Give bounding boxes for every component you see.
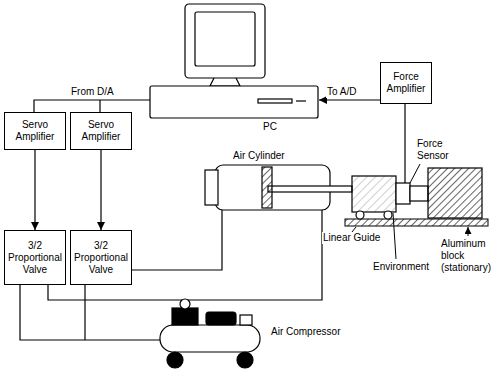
leader-line: [393, 213, 396, 259]
environment-cart: [352, 176, 396, 219]
air-cylinder: [205, 170, 218, 205]
air-compressor: [237, 352, 253, 368]
environment-cart: [352, 176, 396, 212]
valve-box: 3/2 Proportional Valve: [70, 230, 132, 285]
signal-wire: [319, 100, 405, 183]
signal-wire: [34, 100, 150, 112]
air-line: [84, 285, 85, 340]
box-label: Servo Amplifier: [9, 119, 61, 143]
pc-computer: [195, 12, 255, 66]
air-compressor: [206, 312, 236, 325]
air-compressor: [240, 315, 252, 325]
part-label: PC: [262, 121, 278, 133]
signal-arrow: [34, 150, 35, 230]
pc-computer: [210, 78, 240, 86]
leader-line: [410, 164, 420, 183]
environment-cart: [356, 211, 364, 219]
signal-wire: [319, 99, 380, 100]
signal-wire: [34, 100, 150, 112]
pc-computer: [185, 4, 265, 78]
force-sensor: [396, 183, 428, 204]
signal-wire: [99, 100, 100, 112]
part-label: Air Cylinder: [232, 150, 286, 162]
air-line: [48, 210, 322, 300]
box-label: 3/2 Proportional Valve: [8, 240, 62, 276]
signal-wire: [404, 104, 405, 183]
air-cylinder: [205, 165, 352, 210]
part-label: To A/D: [326, 86, 357, 98]
air-compressor: [172, 308, 198, 325]
box-label: Servo Amplifier: [75, 119, 127, 143]
air-compressor: [160, 325, 260, 352]
linear-guide-rail: [345, 219, 488, 226]
pc-computer: [150, 86, 318, 118]
pc-computer: [258, 99, 292, 103]
air-line: [130, 210, 222, 270]
part-label: Linear Guide: [322, 232, 381, 244]
box-label: 3/2 Proportional Valve: [74, 240, 128, 276]
amplifier-box: Servo Amplifier: [70, 112, 132, 150]
box-label: Force Amplifier: [385, 71, 427, 95]
air-cylinder: [262, 167, 272, 208]
aluminum-block: [428, 168, 482, 218]
part-label: Aluminum block (stationary): [440, 238, 502, 274]
part-label: Air Compressor: [270, 326, 341, 338]
air-compressor: [160, 299, 260, 368]
part-label: From D/A: [70, 86, 115, 98]
part-label: Environment: [372, 261, 430, 273]
part-label: Force Sensor: [416, 138, 458, 162]
valve-box: 3/2 Proportional Valve: [4, 230, 66, 285]
pc-computer: [296, 100, 306, 101]
air-line: [20, 285, 160, 340]
pc-computer: [150, 4, 318, 118]
amplifier-box: Servo Amplifier: [4, 112, 66, 150]
force-sensor: [410, 186, 428, 201]
air-compressor: [180, 299, 190, 309]
leader-line: [468, 227, 469, 236]
amplifier-box: Force Amplifier: [380, 62, 432, 104]
air-compressor: [167, 352, 183, 368]
signal-arrow: [100, 150, 101, 230]
air-cylinder: [268, 186, 352, 192]
force-sensor: [396, 183, 410, 204]
environment-cart: [384, 211, 392, 219]
